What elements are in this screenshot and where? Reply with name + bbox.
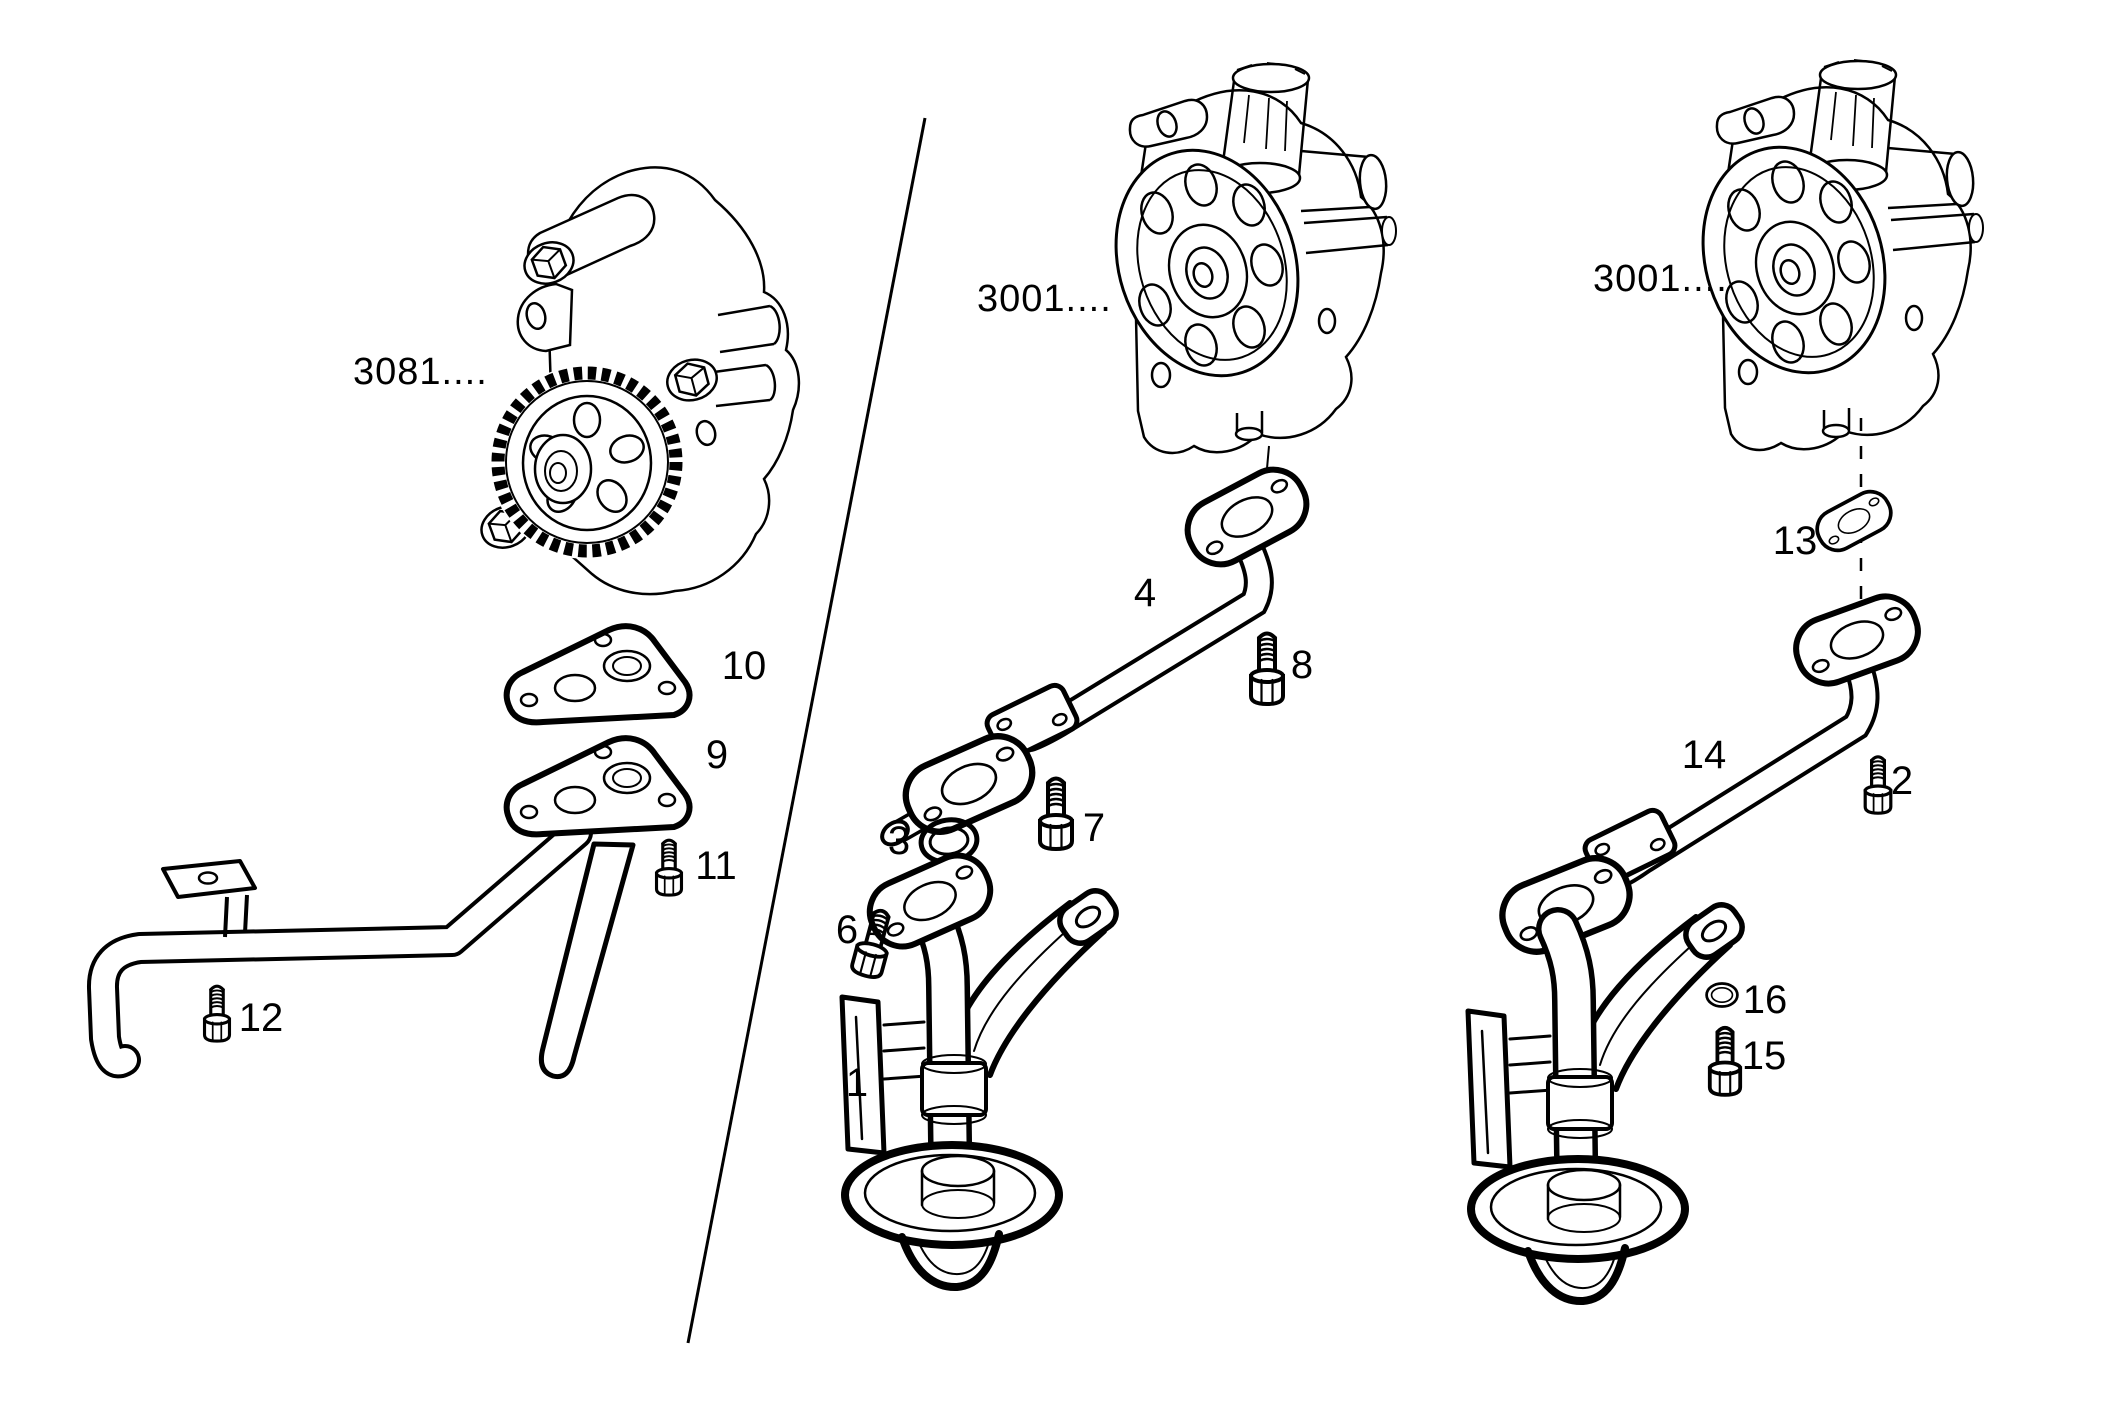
part-label-9: 9 bbox=[705, 733, 729, 777]
part-label-14: 14 bbox=[1681, 733, 1727, 777]
bolt-11 bbox=[654, 838, 684, 897]
bolt-15 bbox=[1707, 1025, 1743, 1097]
part-label-6: 6 bbox=[835, 908, 859, 952]
gear-oil-pump-3081 bbox=[474, 166, 801, 596]
gasket-10 bbox=[507, 626, 690, 722]
part-label-3: 3 bbox=[887, 819, 911, 863]
part-label-2: 2 bbox=[1890, 759, 1914, 803]
oil-strainer-right bbox=[1468, 899, 1748, 1301]
bolt-2 bbox=[1863, 755, 1893, 815]
assembly-label-3081: 3081.... bbox=[353, 351, 488, 393]
seal-ring-16 bbox=[1705, 982, 1739, 1008]
part-label-13: 13 bbox=[1772, 519, 1818, 563]
delivery-pipe-4 bbox=[880, 459, 1317, 847]
cover-plate-13 bbox=[1808, 483, 1900, 559]
part-label-12: 12 bbox=[238, 996, 284, 1040]
part-label-7: 7 bbox=[1082, 806, 1106, 850]
delivery-pipe-14 bbox=[1493, 588, 1927, 962]
part-label-4: 4 bbox=[1133, 571, 1157, 615]
assembly-label-3001-middle: 3001.... bbox=[977, 278, 1112, 320]
part-label-15: 15 bbox=[1741, 1034, 1787, 1078]
part-label-1: 1 bbox=[845, 1061, 869, 1105]
part-label-11: 11 bbox=[695, 844, 737, 888]
part-label-10: 10 bbox=[721, 644, 767, 688]
flange-plate-9 bbox=[507, 738, 690, 834]
bolt-12 bbox=[202, 984, 232, 1043]
oil-pump-3001-middle bbox=[1086, 61, 1398, 455]
bolt-7 bbox=[1038, 776, 1074, 851]
bolt-8 bbox=[1249, 631, 1285, 706]
divider-line bbox=[686, 117, 927, 1344]
part-label-16: 16 bbox=[1742, 978, 1788, 1022]
pipe-bracket bbox=[161, 859, 257, 938]
oil-pump-3001-right bbox=[1673, 58, 1985, 452]
suction-pipe-left bbox=[87, 817, 636, 1080]
assembly-label-3001-right: 3001.... bbox=[1593, 258, 1728, 300]
part-label-8: 8 bbox=[1290, 643, 1314, 687]
